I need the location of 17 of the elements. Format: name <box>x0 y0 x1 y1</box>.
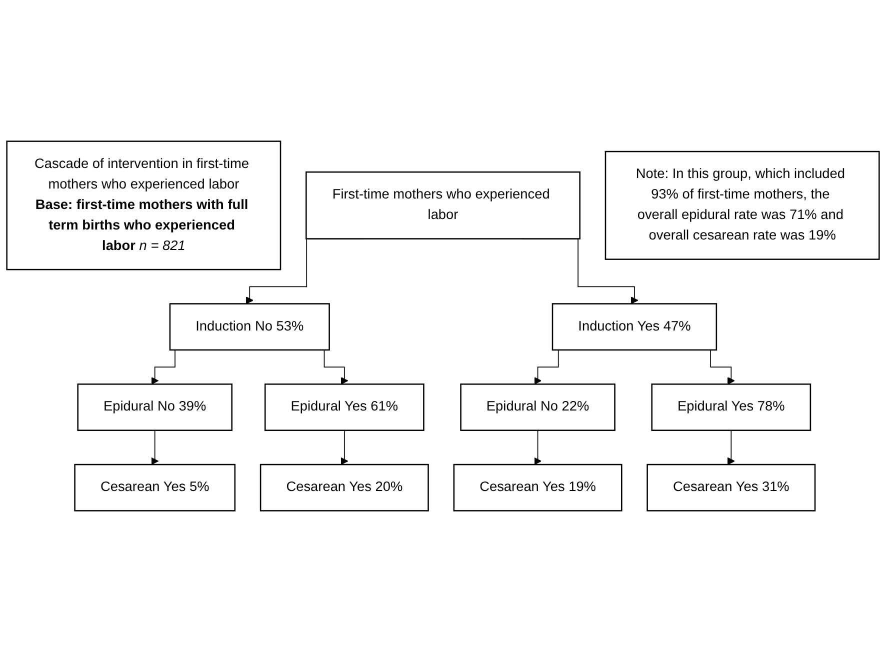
arrow <box>727 430 735 465</box>
node-box: Cascade of intervention in first-time mothers who experienced labor Base: first-time mothers with full term births who experienced labor n = 821 <box>6 140 282 270</box>
node-box: Cesarean Yes 20% <box>260 464 429 512</box>
arrow <box>151 430 159 465</box>
node-box: Epidural Yes 61% <box>264 384 424 431</box>
arrow <box>534 430 542 465</box>
node-box: Cesarean Yes 5% <box>74 464 236 512</box>
node-box: Epidural No 22% <box>460 384 616 431</box>
node-box: Epidural Yes 78% <box>651 384 812 431</box>
node-box: Cesarean Yes 19% <box>453 464 622 512</box>
node-box: Induction No 53% <box>169 303 330 351</box>
node-box: Epidural No 39% <box>77 384 232 431</box>
node-box: First-time mothers who experienced labor <box>306 171 580 240</box>
arrow <box>340 430 348 465</box>
node-box: Note: In this group, which included 93% of first-time mothers, the overall epidural rate was 71% and overall cesarean rate was 19% <box>604 150 880 260</box>
node-box: Cesarean Yes 31% <box>646 464 816 512</box>
node-box: Induction Yes 47% <box>552 303 718 351</box>
